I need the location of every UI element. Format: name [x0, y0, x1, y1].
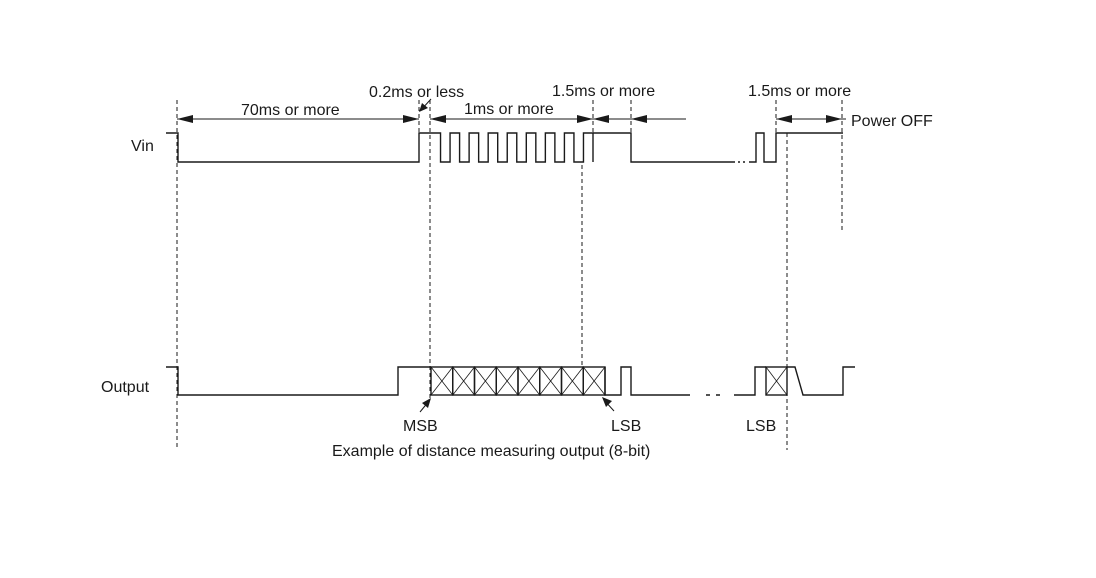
label-1-5ms-or-more-first: 1.5ms or more	[552, 83, 655, 100]
vin-last-pulse	[749, 132, 788, 163]
output-signal-label: Output	[101, 379, 150, 396]
output-bit-cell	[452, 366, 476, 396]
output-bit-cell	[582, 366, 606, 396]
output-waveform	[166, 366, 855, 396]
output-bit-cell	[539, 366, 563, 396]
output-bit-cell	[517, 366, 541, 396]
output-power-off-segment	[787, 366, 855, 396]
vin-pulse-train	[431, 132, 594, 163]
output-last-bit	[765, 366, 788, 396]
label-70ms-or-more: 70ms or more	[241, 102, 340, 119]
guide-lines	[176, 100, 843, 450]
diagram-caption: Example of distance measuring output (8-…	[332, 443, 650, 460]
vin-signal-label: Vin	[131, 138, 154, 155]
output-bit-cell	[473, 366, 497, 396]
label-power-off: Power OFF	[851, 113, 933, 130]
output-after-lsb	[604, 366, 690, 396]
vin-high-segment	[593, 132, 735, 163]
output-last-segment	[734, 366, 766, 396]
label-1ms-or-more: 1ms or more	[464, 101, 554, 118]
label-lsb-second: LSB	[746, 418, 776, 435]
label-1-5ms-or-more-second: 1.5ms or more	[748, 83, 851, 100]
label-lsb-first: LSB	[611, 418, 641, 435]
label-msb: MSB	[403, 418, 438, 435]
output-bit-cell	[430, 366, 454, 396]
dimension-arrows	[177, 98, 846, 413]
output-bit-cell	[495, 366, 519, 396]
vin-initial-segment	[166, 132, 431, 163]
vin-clock-pulses	[431, 132, 594, 163]
output-data-bits	[430, 366, 606, 396]
vin-waveform	[166, 132, 843, 163]
label-0-2ms-or-less: 0.2ms or less	[369, 84, 464, 101]
output-bit-cell	[560, 366, 584, 396]
output-initial-segment	[166, 366, 431, 396]
